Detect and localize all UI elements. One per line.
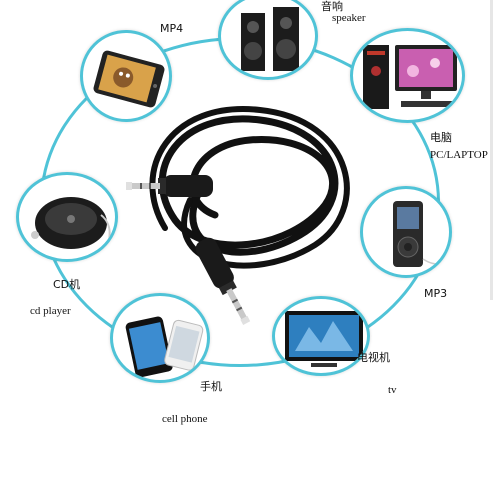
mp3-player-icon <box>393 201 449 270</box>
cd-label-en: cd player <box>30 305 71 317</box>
mp3-label: MP3 <box>424 287 448 300</box>
pc-node <box>350 28 465 123</box>
pc-icon <box>363 45 457 109</box>
speaker-icon <box>241 7 299 71</box>
right-edge-bar <box>490 0 493 300</box>
speaker-label-en: speaker <box>332 12 366 24</box>
mp4-label: MP4 <box>160 22 184 35</box>
phone-label-en: cell phone <box>162 413 208 425</box>
mp4-node <box>80 30 172 122</box>
mp3-node <box>360 186 452 278</box>
pc-label-en: PC/LAPTOP <box>430 149 488 161</box>
tv-icon <box>285 311 363 367</box>
cd-node <box>16 172 118 262</box>
tv-label-en: tv <box>388 384 397 396</box>
lower-plug <box>195 237 251 325</box>
cd-player-icon <box>31 197 111 254</box>
phone-node <box>110 293 210 383</box>
cell-phone-icon <box>125 316 204 378</box>
phone-label-cn: 手机 <box>200 380 222 393</box>
mp4-player-icon <box>93 50 165 108</box>
speaker-node <box>218 0 318 80</box>
tv-node <box>272 296 370 376</box>
pc-label-cn: 电脑 <box>430 131 452 144</box>
speaker-label-cn: 音响 <box>321 0 343 13</box>
cd-label-cn: CD机 <box>53 278 81 291</box>
tv-label-cn: 电视机 <box>357 351 390 364</box>
upper-plug <box>126 175 213 197</box>
